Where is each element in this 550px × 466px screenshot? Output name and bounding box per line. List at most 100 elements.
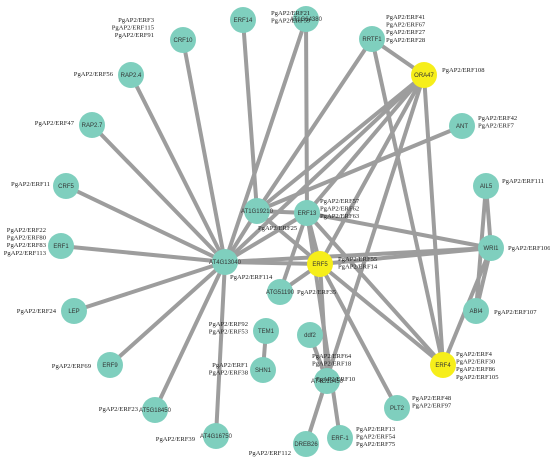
node-circle[interactable] (384, 395, 410, 421)
edge-at4g13040-rap2.7 (90, 123, 227, 264)
node-atg51190[interactable]: ATG51190 (266, 279, 295, 305)
node-erf1[interactable]: ERF1 (48, 233, 74, 259)
node-circle[interactable] (430, 352, 456, 378)
node-circle[interactable] (53, 173, 79, 199)
ortholog-label: PgAP2/ERF42 (478, 115, 517, 122)
node-dreb26[interactable]: DREB26 (293, 431, 319, 457)
ortholog-label: PgAP2/ERF59 (271, 18, 311, 25)
edge-at4g13040-ora47 (223, 73, 426, 264)
ortholog-label: PgAP2/ERF92 (209, 321, 248, 328)
node-crf10[interactable]: CRF10 (170, 27, 196, 53)
node-label: ERF5 (312, 262, 328, 268)
node-circle[interactable] (293, 6, 319, 32)
node-circle[interactable] (294, 200, 320, 226)
node-label: LEP (68, 309, 79, 315)
node-label: CRF10 (173, 38, 193, 44)
node-circle[interactable] (230, 7, 256, 33)
ortholog-label: PgAP2/ERF10 (316, 376, 356, 383)
node-circle[interactable] (253, 318, 279, 344)
node-circle[interactable] (48, 233, 74, 259)
ortholog-label: PgAP2/ERF55 (338, 256, 378, 263)
node-circle[interactable] (449, 113, 475, 139)
node-ddf2[interactable]: ddf2 (297, 322, 323, 348)
ortholog-label: PgAP2/ERF63 (320, 213, 360, 220)
ortholog-label: PgAP2/ERF7 (478, 123, 515, 130)
node-lep[interactable]: LEP (61, 298, 87, 324)
edge-at1g19210-erf5 (255, 209, 322, 266)
node-abi4[interactable]: ABI4 (463, 298, 489, 324)
node-at1g64380[interactable]: AT1G64380 (290, 6, 323, 32)
edge-ora47-erf5 (318, 73, 426, 266)
node-circle[interactable] (473, 173, 499, 199)
node-crf5[interactable]: CRF5 (53, 173, 79, 199)
node-circle[interactable] (118, 62, 144, 88)
node-circle[interactable] (142, 397, 168, 423)
node-at1g19210[interactable]: AT1G19210 (241, 198, 274, 224)
node-wri1[interactable]: WRI1 (478, 235, 504, 261)
ortholog-label: PgAP2/ERF23 (99, 406, 139, 413)
node-erf4[interactable]: ERF4 (430, 352, 456, 378)
edge-at4g13040-at4g16750 (214, 260, 227, 438)
edge-ora47-erf4 (422, 73, 445, 367)
node-circle[interactable] (463, 298, 489, 324)
node-at4g18450[interactable]: AT4G18450 (311, 368, 344, 394)
node-circle[interactable] (293, 431, 319, 457)
node-erf-1[interactable]: ERF-1 (327, 425, 353, 451)
node-label: AT4G18450 (311, 379, 344, 385)
node-circle[interactable] (478, 235, 504, 261)
edge-erf13-ora47 (305, 73, 426, 215)
node-tem1[interactable]: TEM1 (253, 318, 279, 344)
node-at4g16750[interactable]: AT4G16750 (200, 423, 233, 449)
edge-at4g13040-erf13 (223, 211, 309, 264)
ortholog-label: PgAP2/ERF83 (7, 242, 47, 249)
ortholog-label: PgAP2/ERF53 (209, 329, 249, 336)
edge-at4g13040-at1g64380 (223, 17, 308, 264)
node-circle[interactable] (250, 357, 276, 383)
node-label: RAP2.7 (82, 123, 103, 129)
node-circle[interactable] (297, 322, 323, 348)
node-circle[interactable] (307, 251, 333, 277)
node-circle[interactable] (61, 298, 87, 324)
node-rap2-4[interactable]: RAP2.4 (118, 62, 144, 88)
edge-erf13-wri1 (305, 211, 493, 250)
edge-at4g13040-crf10 (181, 38, 227, 264)
ortholog-label: PgAP2/ERF13 (356, 426, 396, 433)
ortholog-label: PgAP2/ERF54 (356, 434, 396, 441)
node-ant[interactable]: ANT (449, 113, 475, 139)
node-erf5[interactable]: ERF5 (307, 251, 333, 277)
node-circle[interactable] (359, 26, 385, 52)
node-at5g18450[interactable]: AT5G18450 (139, 397, 172, 423)
node-label: RAP2.4 (121, 73, 142, 79)
node-circle[interactable] (97, 352, 123, 378)
edge-at1g19210-rrtf1 (255, 37, 374, 213)
node-ail5[interactable]: AIL5 (473, 173, 499, 199)
ortholog-label: PgAP2/ERF115 (112, 25, 155, 32)
node-label: ATG51190 (266, 290, 295, 296)
node-erf14[interactable]: ERF14 (230, 7, 256, 33)
node-erf9[interactable]: ERF9 (97, 352, 123, 378)
node-plt2[interactable]: PLT2 (384, 395, 410, 421)
node-circle[interactable] (212, 249, 238, 275)
node-circle[interactable] (79, 112, 105, 138)
ortholog-label: PgAP2/ERF111 (502, 178, 544, 185)
node-label: TEM1 (258, 329, 275, 335)
node-circle[interactable] (411, 62, 437, 88)
node-circle[interactable] (244, 198, 270, 224)
node-shn1[interactable]: SHN1 (250, 357, 276, 383)
ortholog-label: PgAP2/ERF114 (230, 274, 273, 281)
node-at4g13040[interactable]: AT4G13040 (209, 249, 242, 275)
node-circle[interactable] (327, 425, 353, 451)
edge-at1g19210-ora47 (255, 73, 426, 213)
node-label: AT5G18450 (139, 408, 172, 414)
node-circle[interactable] (267, 279, 293, 305)
node-erf13[interactable]: ERF13 (294, 200, 320, 226)
edge-at4g13040-erf9 (108, 260, 227, 367)
node-circle[interactable] (170, 27, 196, 53)
node-ora47[interactable]: ORA47 (411, 62, 437, 88)
node-rrtf1[interactable]: RRTF1 (359, 26, 385, 52)
node-circle[interactable] (314, 368, 340, 394)
node-circle[interactable] (203, 423, 229, 449)
node-rap2-7[interactable]: RAP2.7 (79, 112, 105, 138)
